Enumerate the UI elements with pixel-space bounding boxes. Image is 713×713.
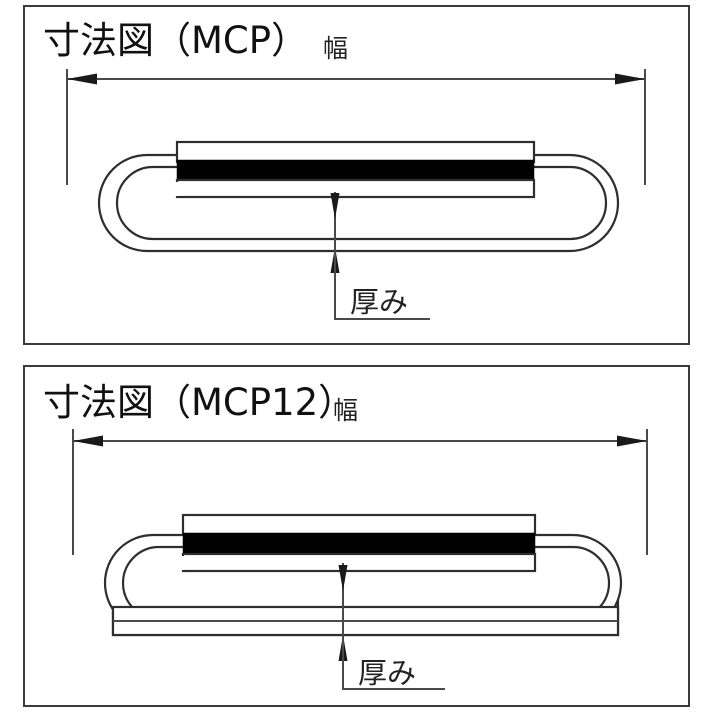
width-arrow-left-icon (67, 73, 97, 85)
base-plate-front-edges (111, 605, 620, 637)
tongue-left-mask (155, 556, 185, 570)
thickness-arrow-upper-icon (330, 193, 340, 219)
panel-mcp-drawing: 寸法図（MCP） 幅 (43, 19, 646, 320)
panel-mcp12: 寸法図（MCP12） 幅 (23, 365, 690, 707)
width-arrow-left-icon (73, 435, 103, 447)
panel-title-mcp12: 寸法図（MCP12） (43, 381, 355, 424)
clip-top-plate (175, 140, 536, 164)
panel-title-mcp: 寸法図（MCP） (43, 19, 308, 62)
clip-lower-tongue (175, 178, 536, 199)
tongue-left-mask (149, 182, 179, 196)
magnet-bar (176, 159, 535, 182)
thickness-arrow-upper-icon (338, 565, 348, 591)
width-dimension-mcp (66, 69, 646, 185)
magnet-bar (182, 532, 536, 556)
thickness-dimension-mcp12: 厚み (338, 563, 445, 690)
thickness-label-mcp: 厚み (350, 285, 408, 319)
clip-top-plate (181, 513, 537, 537)
width-arrow-right-icon (615, 73, 645, 85)
width-label-mcp: 幅 (323, 34, 348, 63)
width-label-mcp12: 幅 (333, 396, 358, 425)
panel-mcp12-drawing: 寸法図（MCP12） 幅 (43, 381, 648, 690)
thickness-dimension-mcp: 厚み (330, 192, 430, 320)
panel-mcp: 寸法図（MCP） 幅 (23, 5, 690, 345)
clip-lower-tongue (181, 552, 537, 573)
thickness-label-mcp12: 厚み (358, 656, 416, 690)
thickness-leader-line (342, 635, 445, 690)
thickness-leader-line (334, 247, 430, 320)
width-arrow-right-icon (617, 435, 647, 447)
width-dimension-mcp12 (72, 429, 648, 555)
